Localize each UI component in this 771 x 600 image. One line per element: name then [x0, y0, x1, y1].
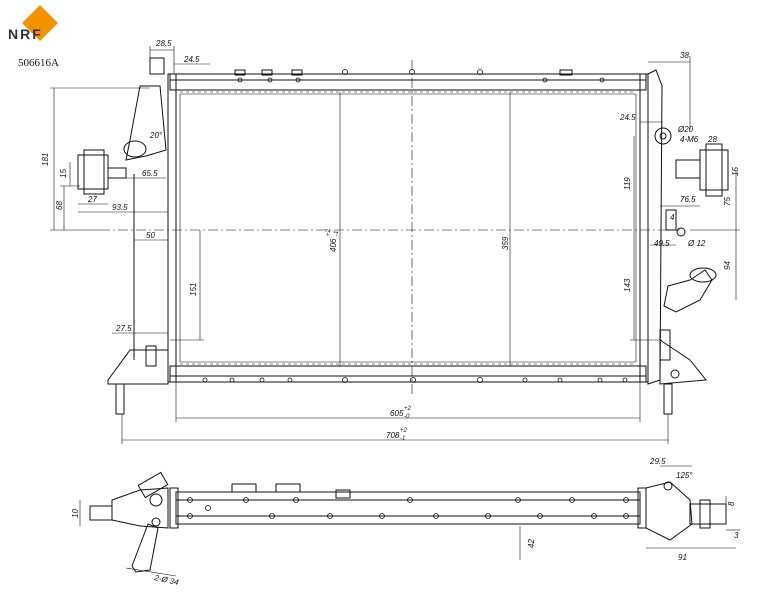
dim-359: 359 — [501, 236, 510, 250]
left-side-plate — [168, 74, 176, 382]
dim-phi12: Ø 12 — [687, 239, 706, 248]
radiator-front-view — [78, 58, 728, 414]
dim-10: 10 — [71, 509, 80, 518]
dim-28: 28 — [707, 135, 717, 144]
dim-605-tol-lo: -0 — [404, 414, 410, 420]
dim-27-5: 27.5 — [115, 324, 132, 333]
core-fin-pattern-top — [180, 92, 636, 364]
dim-119: 119 — [623, 177, 632, 190]
left-mount-pin — [116, 384, 124, 414]
dim-27: 27 — [87, 195, 97, 204]
centre-lines — [100, 60, 680, 395]
dim-42: 42 — [527, 539, 536, 548]
front-dimension-labels: 28.5 24.5 181 20° 15 65.5 68 27 93.5 50 … — [41, 39, 740, 442]
bottom-dimension-lines — [80, 466, 740, 576]
dim-406-tol-lo: -1 — [334, 231, 340, 236]
dim-125-deg: 125° — [676, 471, 693, 480]
dim-38: 38 — [680, 51, 689, 60]
dim-phi20: Ø20 — [677, 125, 694, 134]
dim-8: 8 — [727, 501, 736, 506]
dim-708-tol-lo: -1 — [400, 436, 405, 442]
dim-24-5-right: 24.5 — [619, 113, 636, 122]
dim-20-deg: 20° — [149, 131, 163, 140]
dim-406: 406 — [329, 238, 338, 252]
dim-75: 75 — [723, 197, 732, 206]
dim-15-right: 15 — [731, 167, 740, 176]
dim-94: 94 — [723, 261, 732, 270]
dim-708: 708 — [386, 431, 400, 440]
right-side-plate — [640, 74, 648, 382]
right-mount-pin — [664, 384, 672, 414]
bottom-inlet-pipe — [132, 524, 158, 572]
dim-406-tol-up: +2 — [326, 228, 332, 236]
dim-24-5-top: 24.5 — [183, 55, 200, 64]
dim-143: 143 — [623, 278, 632, 292]
dim-4: 4 — [670, 213, 675, 222]
left-inlet-assembly — [78, 58, 168, 414]
dim-605: 605 — [390, 409, 404, 418]
dim-15: 15 — [59, 169, 68, 178]
radiator-core — [176, 90, 640, 366]
dim-605-tol-up: +2 — [404, 406, 412, 412]
dim-406-group: 406 +2 -1 — [326, 228, 340, 252]
part-number: 506616A — [18, 57, 59, 69]
front-dimension-lines — [50, 46, 740, 444]
dim-181: 181 — [41, 153, 50, 166]
dim-91: 91 — [678, 553, 687, 562]
dim-65-5: 65.5 — [142, 169, 158, 178]
bottom-dimension-labels: 10 42 2-Ø 34 29.5 125° 8 3 91 — [71, 457, 739, 587]
nrf-diamond-logo-icon — [22, 5, 58, 41]
dim-76-5: 76.5 — [680, 195, 696, 204]
right-mounting-stub — [700, 150, 728, 190]
filler-hole — [655, 128, 671, 144]
top-header-holes — [203, 70, 627, 383]
dim-708-tol-up: +2 — [400, 428, 408, 434]
dim-49-5: 49.5 — [654, 239, 670, 248]
dim-93-5: 93.5 — [112, 203, 128, 212]
dim-151: 151 — [189, 283, 198, 296]
brand-logo: NRF — [8, 5, 58, 42]
dim-28-5: 28.5 — [155, 39, 172, 48]
lower-outlet-pipe — [664, 270, 712, 312]
radiator-bottom-view — [90, 472, 726, 572]
bottom-view-core — [176, 492, 640, 524]
bottom-header-tank — [170, 366, 646, 382]
dim-29-5: 29.5 — [649, 457, 666, 466]
inlet-pipe-mouth — [124, 141, 146, 157]
dim-2-phi34: 2-Ø 34 — [153, 573, 180, 587]
dim-3: 3 — [734, 531, 739, 540]
dim-50: 50 — [146, 231, 155, 240]
dim-68: 68 — [55, 201, 64, 210]
brand-name: NRF — [8, 26, 43, 42]
right-outlet-assembly — [648, 70, 728, 414]
bottom-right-tank — [646, 482, 692, 540]
dim-4-m6: 4-M6 — [680, 135, 699, 144]
